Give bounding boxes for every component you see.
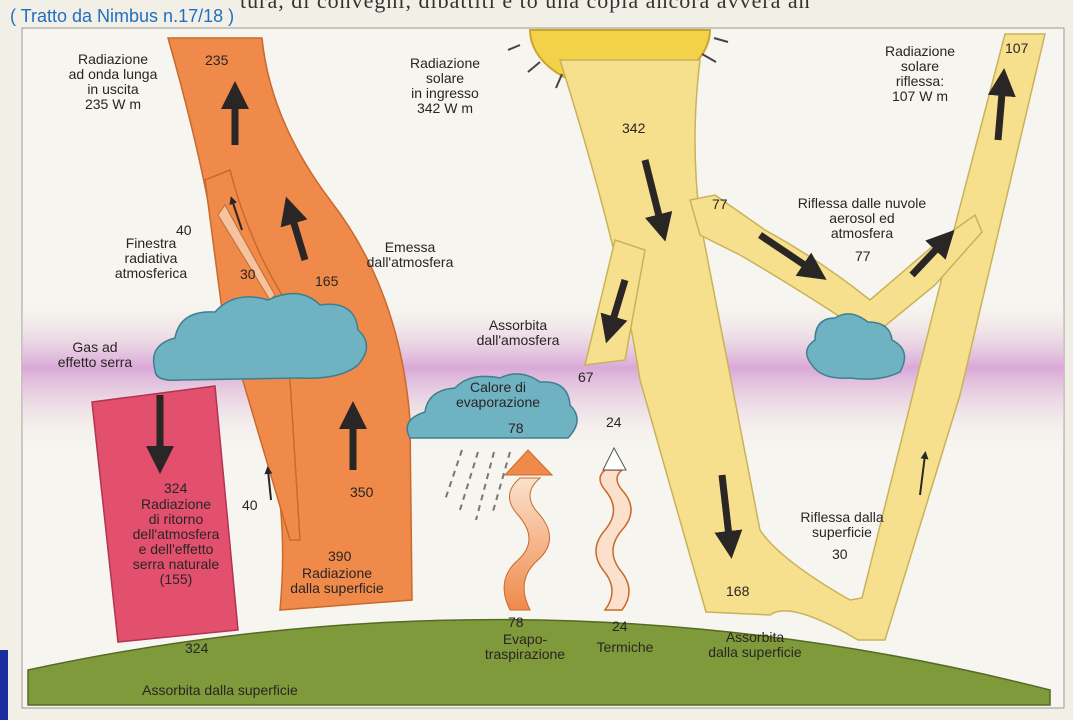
label-reflected-clouds: Riflessa dalle nuvole aerosol ed atmosfe… [772, 196, 952, 241]
label-emitted-atm: Emessa dall'atmosfera [345, 240, 475, 270]
label-reflected-surface: Riflessa dalla superficie [782, 510, 902, 540]
label-window: Finestra radiativa atmosferica [96, 236, 206, 281]
label-thermals: Termiche [585, 640, 665, 655]
label-evapotranspiration: Evapo- traspirazione [470, 632, 580, 662]
value-30-surface: 30 [832, 546, 848, 562]
label-absorbed-atm: Assorbita dall'amosfera [448, 318, 588, 348]
value-40-window: 40 [176, 222, 192, 238]
value-40-low: 40 [242, 497, 258, 513]
label-reflected-solar: Radiazione solare riflessa: 107 W m [855, 44, 985, 104]
label-solar-in: Radiazione solare in ingresso 342 W m [380, 56, 510, 116]
value-342: 342 [622, 120, 645, 136]
value-350: 350 [350, 484, 373, 500]
label-greenhouse-gas: Gas ad effetto serra [40, 340, 150, 370]
value-390: 390 [328, 548, 351, 564]
value-324-mid: 324 [164, 480, 187, 496]
value-324-ground: 324 [185, 640, 208, 656]
value-24-top: 24 [606, 414, 622, 430]
value-24-bottom: 24 [612, 618, 628, 634]
label-absorbed-surface-left: Assorbita dalla superficie [100, 683, 340, 698]
value-78-bottom: 78 [508, 614, 524, 630]
label-absorbed-surface-right: Assorbita dalla superficie [690, 630, 820, 660]
label-longwave-out: Radiazione ad onda lunga in uscita 235 W… [48, 52, 178, 112]
value-168: 168 [726, 583, 749, 599]
value-77-b: 77 [855, 248, 871, 264]
label-evap-heat: Calore di evaporazione [438, 380, 558, 410]
label-back-radiation: Radiazione di ritorno dell'atmosfera e d… [116, 497, 236, 587]
value-78-cloud: 78 [508, 420, 524, 436]
value-77-a: 77 [712, 196, 728, 212]
label-surface-radiation: Radiazione dalla superficie [272, 566, 402, 596]
value-165: 165 [315, 273, 338, 289]
value-235: 235 [205, 52, 228, 68]
source-link[interactable]: ( Tratto da Nimbus n.17/18 ) [10, 6, 234, 27]
value-107: 107 [1005, 40, 1028, 56]
value-30: 30 [240, 266, 256, 282]
value-67: 67 [578, 369, 594, 385]
